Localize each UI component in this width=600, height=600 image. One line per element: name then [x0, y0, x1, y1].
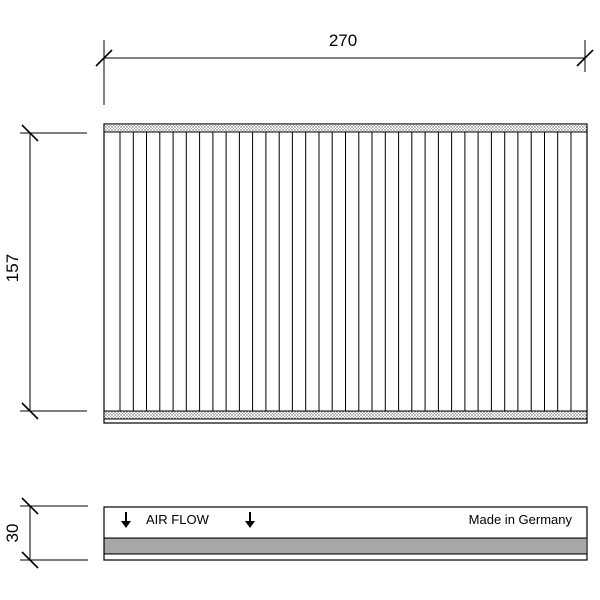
width-dimension: [95, 40, 594, 105]
height-dimension: [20, 124, 87, 420]
arrow-down-icon: [121, 512, 131, 528]
bottom-seal-strip: [103, 410, 588, 420]
filter-media-layer: [103, 537, 588, 555]
pleat-lines: [119, 132, 572, 411]
filter-side-view: [103, 506, 588, 561]
thickness-dimension-label: 30: [3, 523, 22, 543]
airflow-label: AIR FLOW: [146, 512, 209, 527]
top-seal-strip: [103, 123, 588, 133]
height-dimension-label: 157: [3, 253, 22, 283]
width-dimension-label: 270: [328, 31, 358, 50]
arrow-down-icon: [245, 512, 255, 528]
thickness-dimension: [20, 497, 88, 569]
filter-top-view: [103, 123, 588, 424]
origin-label: Made in Germany: [468, 512, 572, 527]
